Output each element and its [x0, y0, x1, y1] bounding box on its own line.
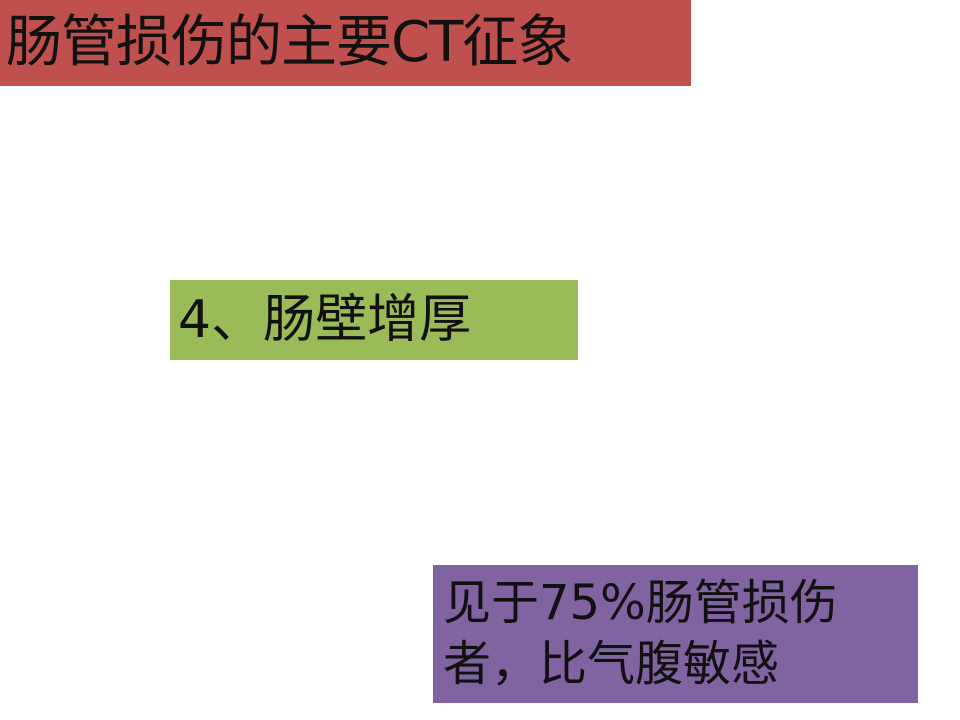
point-box: 4、肠壁增厚 [170, 280, 578, 360]
slide-title: 肠管损伤的主要CT征象 [6, 10, 573, 75]
note-text: 见于75%肠管损伤者，比气腹敏感 [443, 575, 838, 692]
title-box: 肠管损伤的主要CT征象 [0, 0, 691, 86]
point-text: 4、肠壁增厚 [178, 290, 472, 350]
note-box: 见于75%肠管损伤者，比气腹敏感 [433, 565, 918, 703]
